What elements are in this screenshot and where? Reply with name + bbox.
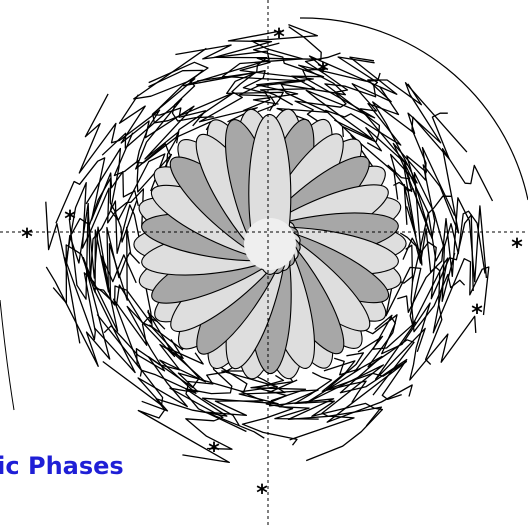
chain-end-marker: * xyxy=(471,301,483,326)
chain-end-marker: * xyxy=(511,235,523,260)
chain-end-marker: * xyxy=(208,439,220,464)
chain-end-marker: * xyxy=(256,481,268,506)
polymer-chain xyxy=(242,375,297,445)
left-arc-fragment xyxy=(0,300,14,410)
caption-title: bic Phases xyxy=(0,452,124,480)
chain-end-marker: * xyxy=(64,207,76,232)
chain-end-marker: * xyxy=(317,59,329,84)
micelle-core xyxy=(244,218,296,270)
chain-end-marker: * xyxy=(273,25,285,50)
chain-end-marker: * xyxy=(21,225,33,250)
polymer-chain xyxy=(69,213,130,300)
polymer-chain xyxy=(203,372,285,425)
polymer-chain xyxy=(388,113,450,180)
